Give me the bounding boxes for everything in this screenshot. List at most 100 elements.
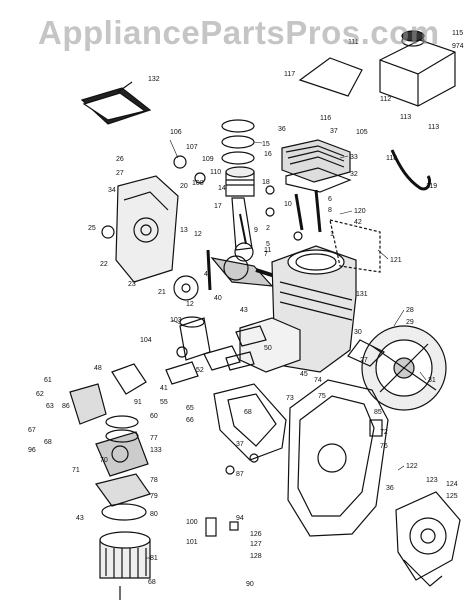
- callout-25: 25: [88, 225, 96, 232]
- callout-23: 23: [128, 281, 136, 288]
- callout-72: 72: [380, 429, 388, 436]
- watermark-text: AppliancePartsPros.com: [38, 14, 440, 51]
- callout-1: 1: [330, 231, 334, 238]
- callout-48: 48: [94, 365, 102, 372]
- callout-27b: 27: [360, 357, 368, 364]
- gear: [173, 275, 199, 301]
- callout-36b: 36: [386, 485, 394, 492]
- callout-14: 14: [218, 185, 226, 192]
- callout-71: 71: [72, 467, 80, 474]
- callout-82: 68: [148, 579, 156, 586]
- carburetor: [69, 363, 149, 477]
- callout-40: 40: [214, 295, 222, 302]
- callout-62: 62: [36, 391, 44, 398]
- baffle: [213, 383, 287, 461]
- callout-20: 20: [180, 183, 188, 190]
- callout-100: 100: [186, 519, 198, 526]
- callout-90: 90: [246, 581, 254, 588]
- callout-60: 60: [150, 413, 158, 420]
- callout-96: 96: [28, 447, 36, 454]
- callout-29: 29: [406, 319, 414, 326]
- callout-74: 74: [314, 377, 322, 384]
- callout-4: 4: [204, 271, 208, 278]
- callout-127: 127: [250, 541, 262, 548]
- callout-7: 7: [264, 251, 268, 258]
- callout-34: 34: [108, 187, 116, 194]
- callout-116: 116: [320, 115, 331, 122]
- callout-17: 17: [214, 203, 222, 210]
- callout-122: 122: [406, 463, 418, 470]
- callout-36: 36: [278, 126, 286, 133]
- blower-housing: [287, 379, 389, 537]
- callout-107: 107: [186, 144, 198, 151]
- callout-11: 11: [264, 247, 271, 254]
- fuel-tank: [298, 30, 456, 107]
- leader-lines: [146, 139, 427, 559]
- callout-70: 70: [100, 457, 108, 464]
- callout-79: 79: [150, 493, 158, 500]
- callout-33: 33: [350, 154, 358, 161]
- flywheel: [347, 325, 447, 411]
- callout-10: 10: [284, 201, 292, 208]
- callout-27: 27: [116, 170, 124, 177]
- callout-42: 42: [354, 219, 362, 226]
- callout-67: 67: [28, 427, 36, 434]
- callout-28: 28: [406, 307, 414, 314]
- recoil-starter: [395, 491, 461, 587]
- callout-32: 32: [350, 171, 358, 178]
- callout-8: 8: [328, 207, 332, 214]
- callout-13: 13: [180, 227, 188, 234]
- callout-125: 125: [446, 493, 458, 500]
- callout-117: 117: [284, 71, 295, 78]
- callout-18: 18: [262, 179, 270, 186]
- callout-124: 124: [446, 481, 458, 488]
- piston: [225, 166, 255, 197]
- callout-86: 86: [62, 403, 70, 410]
- callout-87: 87: [236, 471, 244, 478]
- callout-26: 26: [116, 156, 124, 163]
- callout-112: 112: [380, 96, 391, 103]
- callout-labels: 1 32 106 107 26 27 34 10 9 110 108 14 15 1…: [28, 30, 464, 588]
- callout-126: 126: [250, 531, 262, 538]
- callout-77: 77: [150, 435, 158, 442]
- callout-108: 108: [192, 180, 204, 187]
- cylinder-head: [281, 139, 352, 193]
- callout-5: 5: [266, 241, 270, 248]
- callout-65: 65: [186, 405, 194, 412]
- callout-103: 103: [170, 317, 182, 324]
- callout-55: 55: [160, 399, 168, 406]
- callout-15: 15: [262, 141, 270, 148]
- piston-rings: [221, 119, 255, 165]
- callout-91: 91: [134, 399, 142, 406]
- callout-37: 37: [330, 128, 338, 135]
- callout-113b: 113: [428, 124, 439, 131]
- callout-80: 80: [150, 511, 158, 518]
- callout-131: 131: [356, 291, 368, 298]
- callout-43: 43: [240, 307, 248, 314]
- callout-119: 119: [426, 183, 437, 190]
- callout-104: 104: [140, 337, 152, 344]
- callout-110: 110: [210, 169, 221, 176]
- callout-111: 111: [348, 39, 359, 46]
- callout-12: 12: [194, 231, 202, 238]
- callout-106: 106: [170, 129, 182, 136]
- callout-52: 52: [196, 367, 204, 374]
- callout-75: 75: [318, 393, 326, 400]
- callout-101: 101: [186, 539, 198, 546]
- callout-94: 94: [236, 515, 244, 522]
- callout-120: 120: [354, 208, 366, 215]
- callout-41: 41: [160, 385, 168, 392]
- crankcase-cover: [115, 175, 179, 283]
- callout-9: 9: [254, 227, 258, 234]
- fuel-line: [390, 149, 432, 191]
- callout-22: 22: [100, 261, 108, 268]
- callout-128: 128: [250, 553, 262, 560]
- callout-123: 123: [426, 477, 438, 484]
- callout-16: 16: [264, 151, 272, 158]
- callout-105: 105: [356, 129, 368, 136]
- callout-81: 81: [150, 555, 158, 562]
- callout-76: 76: [380, 443, 388, 450]
- callout-78: 78: [150, 477, 158, 484]
- callout-50: 50: [264, 345, 272, 352]
